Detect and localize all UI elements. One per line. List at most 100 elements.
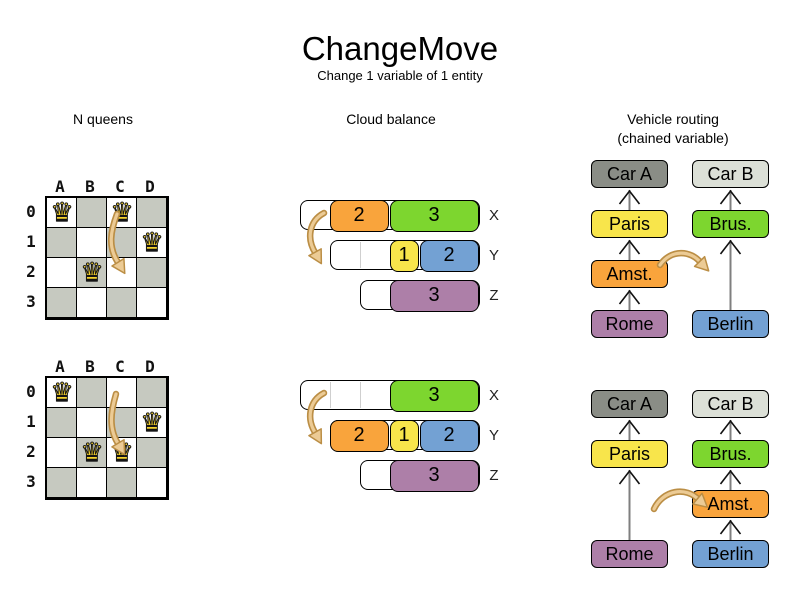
board-column-label: D bbox=[145, 177, 155, 196]
routing-node-paris: Paris bbox=[591, 440, 668, 468]
cloud-process-segment: 3 bbox=[389, 199, 479, 232]
queen-move-arrow bbox=[109, 212, 121, 266]
chain-link-arrowhead bbox=[719, 419, 742, 435]
board-cell bbox=[137, 288, 167, 318]
board-column-label: A bbox=[55, 357, 65, 376]
board-cell bbox=[47, 198, 77, 228]
cloud-process-segment: 3 bbox=[389, 459, 479, 492]
board-cell bbox=[77, 468, 107, 498]
capacity-divider bbox=[329, 382, 331, 408]
column-header-cloud-balance: Cloud balance bbox=[346, 110, 436, 129]
routing-move-arrow-head bbox=[693, 255, 710, 272]
cloud-move-arrow-head bbox=[308, 248, 323, 265]
board-cell bbox=[107, 288, 137, 318]
queen-icon: ♛ bbox=[80, 438, 104, 469]
routing-move-arrow-head bbox=[692, 492, 709, 508]
cloud-computer-label-Z: Z bbox=[489, 467, 499, 484]
routing-node-berlin: Berlin bbox=[692, 310, 769, 338]
routing-node-amst: Amst. bbox=[591, 260, 668, 288]
cloud-computer-label-X: X bbox=[488, 387, 499, 404]
board-row-label: 0 bbox=[26, 202, 36, 221]
board-column-label: B bbox=[85, 177, 95, 196]
nqueens-board: ♛♛♛♛ bbox=[45, 196, 169, 320]
routing-move-arrow bbox=[652, 490, 701, 511]
cloud-computer-label-Y: Y bbox=[488, 247, 499, 264]
board-cell bbox=[47, 438, 77, 468]
queen-icon: ♛ bbox=[80, 258, 104, 289]
queen-move-arrow bbox=[109, 392, 121, 447]
board-row-label: 1 bbox=[26, 412, 36, 431]
queen-icon: ♛ bbox=[140, 228, 164, 259]
board-cell bbox=[137, 378, 167, 408]
board-cell bbox=[77, 438, 107, 468]
board-cell bbox=[77, 198, 107, 228]
board-cell bbox=[77, 288, 107, 318]
board-cell bbox=[47, 258, 77, 288]
routing-node-brus: Brus. bbox=[692, 440, 769, 468]
cloud-process-segment: 2 bbox=[329, 419, 389, 452]
routing-move-arrow bbox=[658, 251, 703, 267]
page-title: ChangeMove bbox=[301, 30, 499, 67]
routing-node-berlin: Berlin bbox=[692, 540, 769, 568]
board-row-label: 3 bbox=[26, 292, 36, 311]
board-row-label: 2 bbox=[26, 442, 36, 461]
board-row-label: 1 bbox=[26, 232, 36, 251]
queen-icon: ♛ bbox=[50, 198, 74, 229]
chain-link-arrowhead bbox=[618, 239, 641, 255]
routing-node-brus: Brus. bbox=[692, 210, 769, 238]
queen-move-arrow-head bbox=[111, 257, 126, 275]
cloud-process-segment: 3 bbox=[389, 379, 479, 412]
board-column-label: C bbox=[115, 177, 125, 196]
board-cell bbox=[137, 228, 167, 258]
board-cell bbox=[77, 378, 107, 408]
cloud-move-arrow-head bbox=[308, 428, 323, 445]
cloud-process-segment: 2 bbox=[419, 239, 479, 272]
chain-link-arrowhead bbox=[618, 419, 641, 435]
column-header-label: Vehicle routing bbox=[627, 111, 719, 127]
cloud-process-segment: 1 bbox=[389, 239, 419, 272]
board-cell bbox=[77, 258, 107, 288]
chain-link-arrowhead bbox=[618, 189, 641, 205]
board-column-label: C bbox=[115, 357, 125, 376]
board-row-label: 3 bbox=[26, 472, 36, 491]
chain-link-arrowhead bbox=[719, 239, 742, 255]
chain-link-arrowhead bbox=[719, 469, 742, 485]
cloud-computer-bar-X: 3 bbox=[300, 379, 480, 412]
nqueens-board: ♛♛♛♛ bbox=[45, 376, 169, 500]
routing-node-cara: Car A bbox=[591, 390, 668, 418]
page-subtitle: Change 1 variable of 1 entity bbox=[317, 68, 483, 83]
cloud-process-segment: 3 bbox=[389, 279, 479, 312]
board-cell bbox=[47, 228, 77, 258]
capacity-divider bbox=[359, 242, 361, 268]
queen-move-arrow-head bbox=[111, 438, 126, 456]
routing-node-cara: Car A bbox=[591, 160, 668, 188]
cloud-process-segment: 1 bbox=[389, 419, 419, 452]
board-cell bbox=[137, 198, 167, 228]
column-header-label: N queens bbox=[73, 111, 133, 127]
board-column-label: B bbox=[85, 357, 95, 376]
board-cell bbox=[47, 408, 77, 438]
cloud-computer-bar-Z: 3 bbox=[360, 279, 480, 312]
chain-link-arrowhead bbox=[618, 469, 641, 485]
capacity-divider bbox=[359, 382, 361, 408]
board-row-label: 2 bbox=[26, 262, 36, 281]
routing-node-carb: Car B bbox=[692, 160, 769, 188]
queen-icon: ♛ bbox=[50, 378, 74, 409]
column-header-sublabel: (chained variable) bbox=[617, 130, 729, 146]
board-column-label: D bbox=[145, 357, 155, 376]
board-cell bbox=[47, 378, 77, 408]
board-cell bbox=[137, 468, 167, 498]
column-header-nqueens: N queens bbox=[73, 110, 133, 129]
board-column-label: A bbox=[55, 177, 65, 196]
routing-node-rome: Rome bbox=[591, 540, 668, 568]
chain-link-arrowhead bbox=[719, 189, 742, 205]
routing-node-rome: Rome bbox=[591, 310, 668, 338]
board-cell bbox=[137, 408, 167, 438]
column-header-label: Cloud balance bbox=[346, 111, 436, 127]
cloud-computer-label-Y: Y bbox=[488, 427, 499, 444]
chain-link-arrowhead bbox=[719, 519, 742, 535]
queen-icon: ♛ bbox=[140, 408, 164, 439]
